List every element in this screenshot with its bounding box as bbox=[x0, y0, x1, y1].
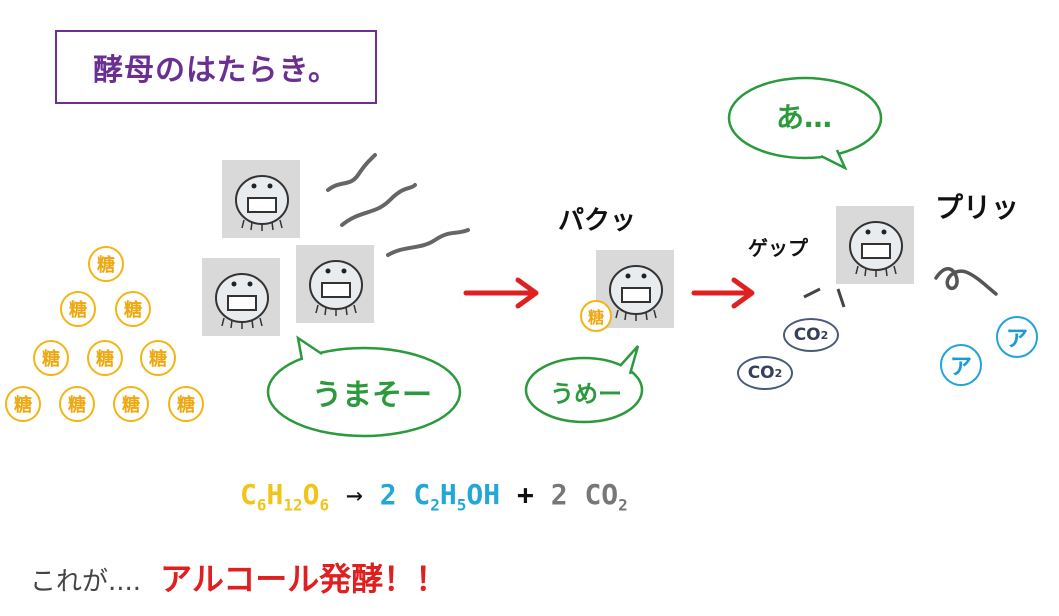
co2-label: CO bbox=[747, 363, 775, 383]
smell-lines-icon bbox=[326, 153, 470, 257]
yeast-face-icon bbox=[309, 260, 363, 316]
caption: これが.... アルコール発酵！！ bbox=[30, 554, 447, 600]
sfx-paku: パクッ bbox=[558, 206, 637, 236]
co2-sub: 2 bbox=[820, 328, 829, 342]
sugar-coin: 糖 bbox=[59, 386, 95, 422]
yeast-character bbox=[296, 245, 374, 323]
yeast-face-icon bbox=[849, 221, 903, 277]
burp-lines-icon bbox=[803, 287, 846, 308]
sugar-coin: 糖 bbox=[33, 340, 69, 376]
speech-bubble-ume bbox=[524, 345, 644, 424]
formula-co2: 2 CO2 bbox=[550, 478, 628, 515]
speech-text-umasou: うまそー bbox=[312, 378, 432, 413]
yeast-character bbox=[222, 160, 300, 238]
formula-plus: + bbox=[517, 478, 534, 511]
yeast-face-icon bbox=[235, 175, 289, 231]
speech-bubble-umasou bbox=[266, 335, 462, 438]
co2-label: CO bbox=[793, 325, 821, 345]
yeast-character bbox=[596, 250, 674, 328]
sfx-puri: プリッ bbox=[935, 191, 1020, 224]
yeast-character bbox=[202, 258, 280, 336]
page-title: 酵母のはたらき。 bbox=[93, 53, 339, 88]
yeast-character bbox=[836, 206, 914, 284]
arrow-right-icon bbox=[463, 277, 539, 309]
sugar-coin: 糖 bbox=[168, 386, 204, 422]
sugar-coin: 糖 bbox=[5, 386, 41, 422]
chemical-formula: C6H12O6 → 2 C2H5OH + 2 CO2 bbox=[240, 478, 628, 515]
sugar-coin-eaten: 糖 bbox=[580, 300, 612, 332]
arrow-right-icon bbox=[691, 277, 755, 309]
alcohol-badge: ア bbox=[996, 316, 1038, 358]
sugar-coin: 糖 bbox=[88, 246, 124, 282]
formula-arrow: → bbox=[345, 478, 363, 511]
sugar-coin: 糖 bbox=[87, 340, 123, 376]
sfx-geppu: ゲップ bbox=[748, 236, 808, 260]
speech-bubble-a bbox=[727, 76, 883, 170]
sugar-coin: 糖 bbox=[115, 291, 151, 327]
speech-text-ume: うめー bbox=[550, 380, 622, 408]
sugar-coin: 糖 bbox=[113, 386, 149, 422]
alcohol-badge: ア bbox=[940, 344, 982, 386]
squiggle-icon bbox=[934, 267, 998, 296]
formula-glucose: C6H12O6 bbox=[240, 478, 330, 515]
formula-ethanol: 2 C2H5OH bbox=[379, 478, 501, 515]
caption-prefix: これが.... bbox=[30, 567, 142, 597]
sugar-coin: 糖 bbox=[60, 291, 96, 327]
yeast-face-icon bbox=[215, 273, 269, 329]
title-box: 酵母のはたらき。 bbox=[55, 30, 377, 104]
sugar-coin: 糖 bbox=[140, 340, 176, 376]
yeast-face-icon bbox=[609, 265, 663, 321]
co2-sub: 2 bbox=[774, 366, 783, 380]
caption-main: アルコール発酵！！ bbox=[160, 560, 448, 598]
speech-text-a: あ… bbox=[775, 101, 832, 134]
